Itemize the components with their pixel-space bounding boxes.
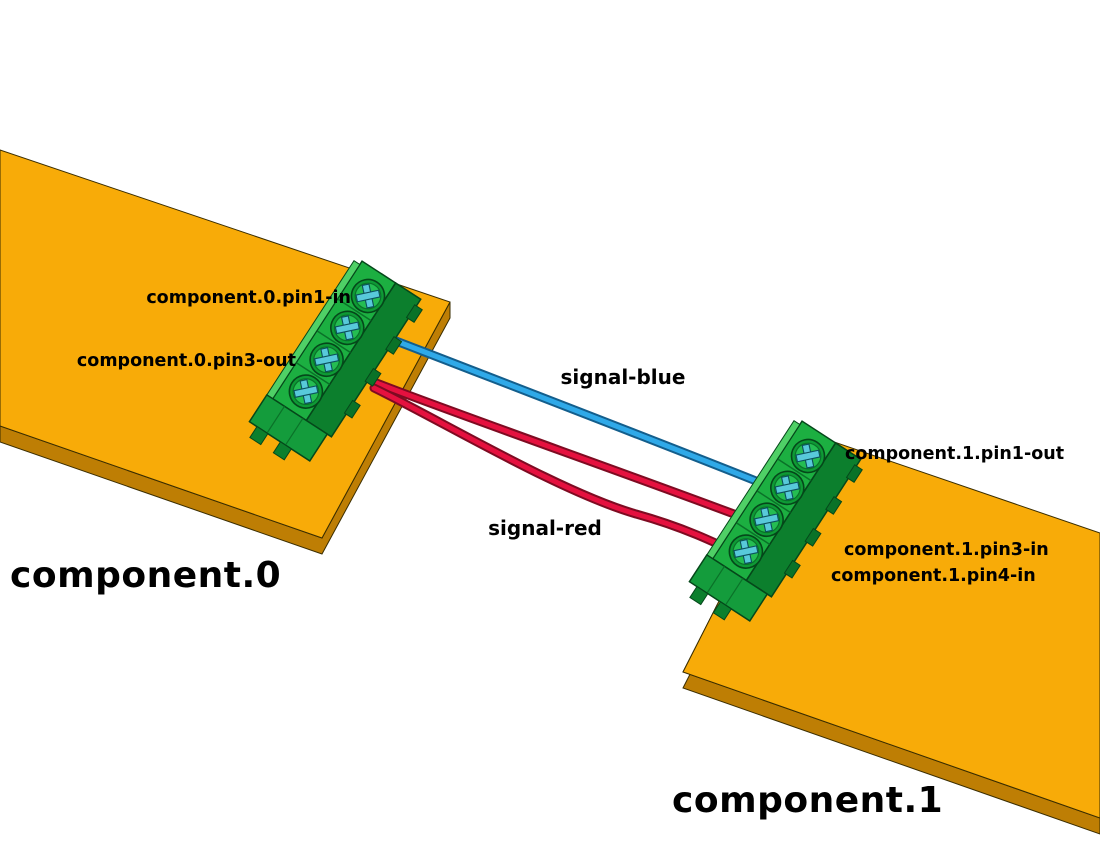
- board-label-component-0: component.0: [10, 555, 281, 596]
- pin-label-component-1-pin1-out: component.1.pin1-out: [845, 444, 1064, 464]
- board-component-0: [0, 149, 451, 555]
- board-0-top-face: [0, 149, 451, 539]
- pin-label-component-1-pin4-in: component.1.pin4-in: [831, 566, 1036, 586]
- signal-label-blue: signal-blue: [561, 365, 686, 389]
- board-label-component-1: component.1: [672, 780, 943, 821]
- labels: component.0.pin1-in component.0.pin3-out…: [10, 288, 1064, 821]
- pin-label-component-0-pin3-out: component.0.pin3-out: [77, 351, 296, 371]
- pin-label-component-1-pin3-in: component.1.pin3-in: [844, 540, 1049, 560]
- pin-label-component-0-pin1-in: component.0.pin1-in: [146, 288, 351, 308]
- signal-label-red: signal-red: [488, 516, 602, 540]
